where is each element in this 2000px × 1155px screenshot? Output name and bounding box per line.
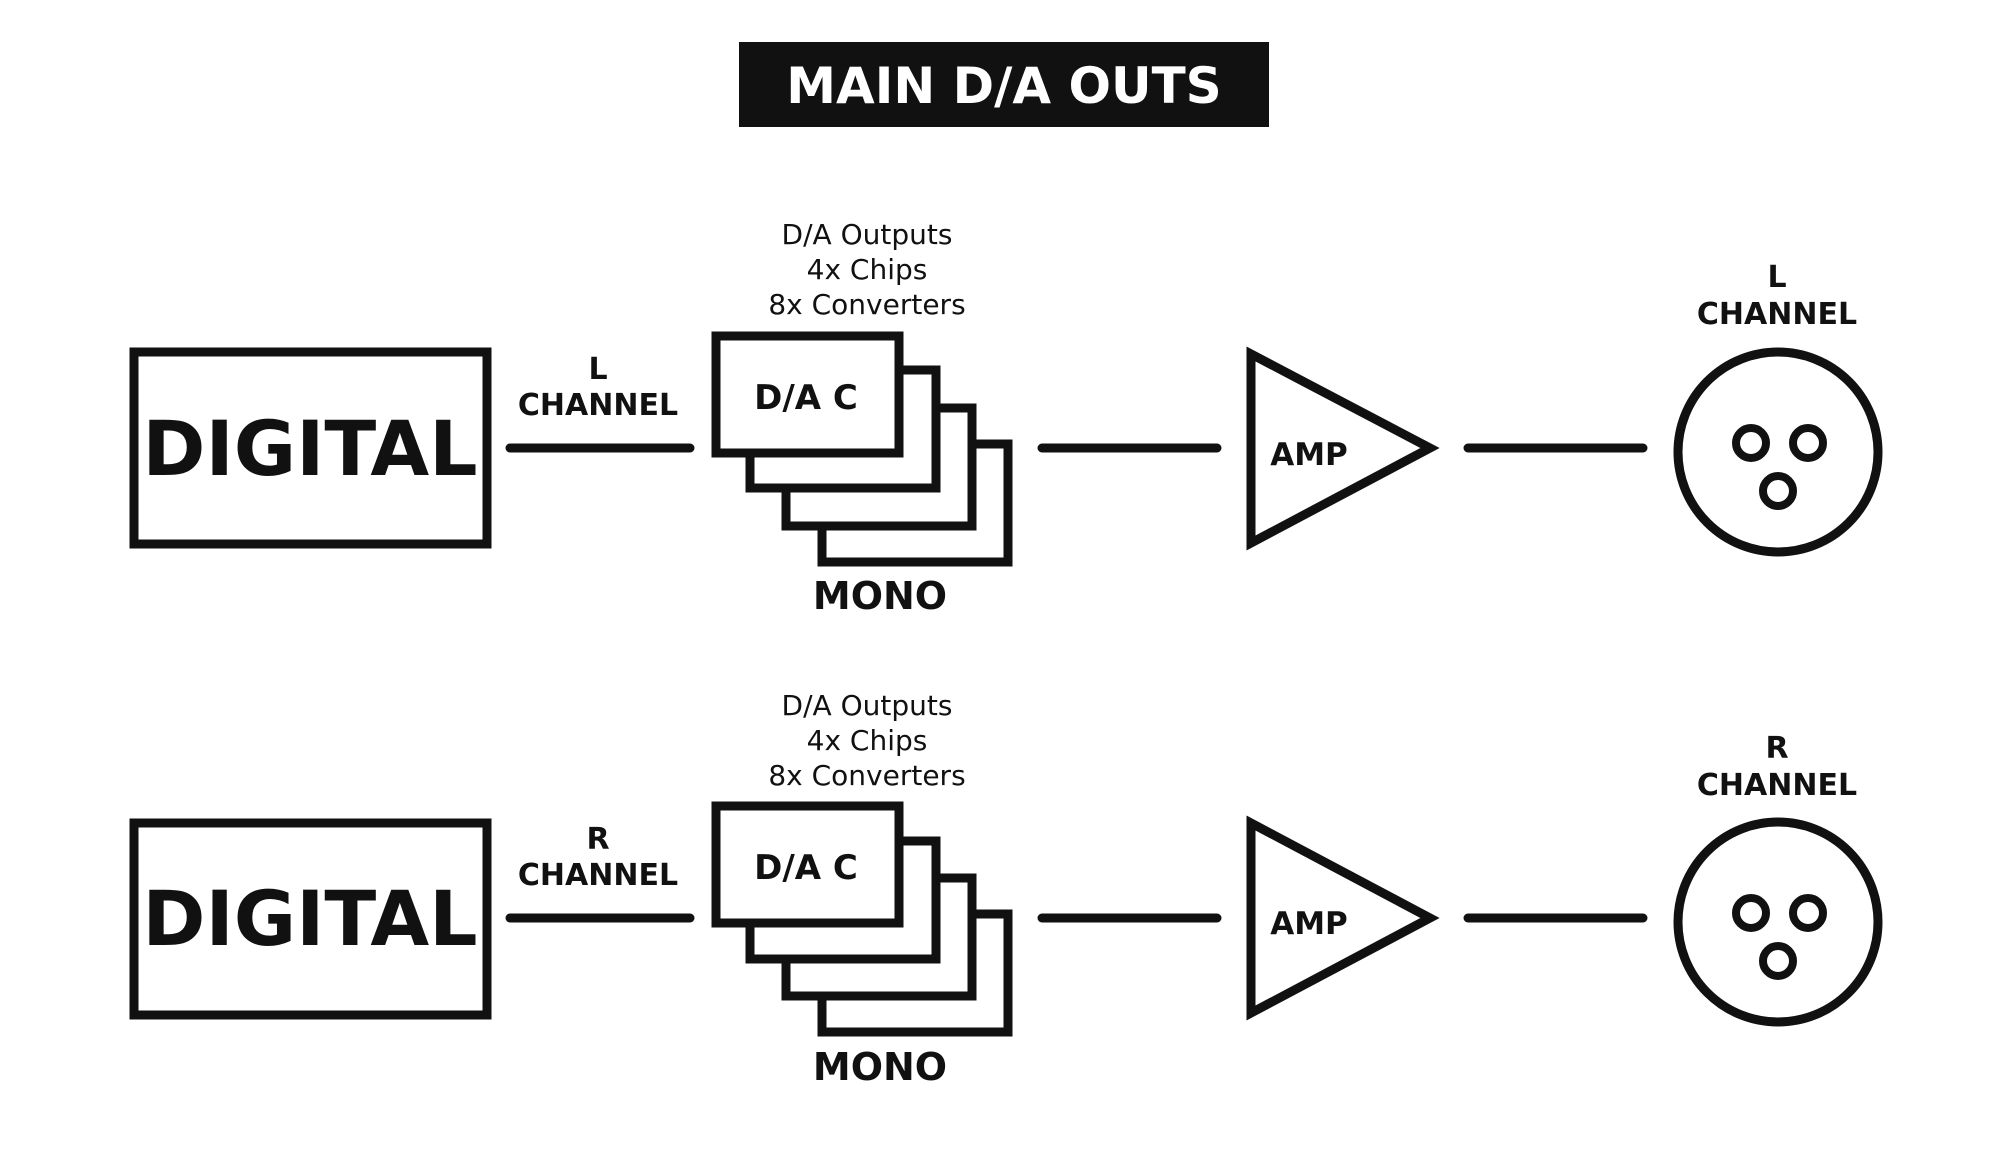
digital-source-box bbox=[129, 818, 492, 1020]
dac-chip-stack: D/A C bbox=[711, 331, 1013, 567]
title-banner: MAIN D/A OUTS bbox=[739, 42, 1269, 127]
amp-label: AMP bbox=[1270, 906, 1348, 942]
dac-info-line: 4x Chips bbox=[807, 724, 928, 757]
dac-chip-label: D/A C bbox=[754, 378, 858, 418]
output-channel-word: CHANNEL bbox=[1697, 297, 1857, 332]
dac-info-line: D/A Outputs bbox=[782, 689, 953, 722]
dac-chip-card-front bbox=[711, 801, 904, 928]
channel-word: CHANNEL bbox=[518, 858, 678, 893]
digital-source-box bbox=[129, 347, 492, 549]
dac-chip-stack: D/A C bbox=[711, 801, 1013, 1037]
output-channel-letter: L bbox=[1767, 260, 1786, 295]
diagram-title: MAIN D/A OUTS bbox=[786, 57, 1221, 115]
dac-chip-card-front bbox=[711, 331, 904, 458]
dac-info-line: D/A Outputs bbox=[782, 218, 953, 251]
output-channel-word: CHANNEL bbox=[1697, 768, 1857, 803]
amplifier-triangle-icon bbox=[1246, 815, 1440, 1021]
dac-info-line: 8x Converters bbox=[768, 288, 965, 321]
digital-source-label: DIGITAL bbox=[142, 404, 477, 493]
channel-letter: R bbox=[586, 822, 609, 857]
dac-chip-label: D/A C bbox=[754, 848, 858, 888]
channel-word: CHANNEL bbox=[518, 388, 678, 423]
channel-letter: L bbox=[588, 352, 607, 387]
signal-row-right: DIGITAL R CHANNEL D/A Outputs 4x Chips 8… bbox=[129, 689, 1883, 1089]
signal-row-left: DIGITAL L CHANNEL D/A Outputs 4x Chips 8… bbox=[129, 218, 1883, 618]
mono-label: MONO bbox=[813, 1045, 947, 1089]
amp-label: AMP bbox=[1270, 437, 1348, 473]
output-channel-letter: R bbox=[1765, 731, 1788, 766]
xlr-connector-icon bbox=[1673, 817, 1883, 1027]
title-background bbox=[739, 42, 1269, 127]
xlr-connector-icon bbox=[1673, 347, 1883, 557]
amplifier-triangle-icon bbox=[1246, 346, 1440, 551]
dac-info-line: 8x Converters bbox=[768, 759, 965, 792]
mono-label: MONO bbox=[813, 574, 947, 618]
dac-info-line: 4x Chips bbox=[807, 253, 928, 286]
digital-source-label: DIGITAL bbox=[142, 874, 477, 963]
